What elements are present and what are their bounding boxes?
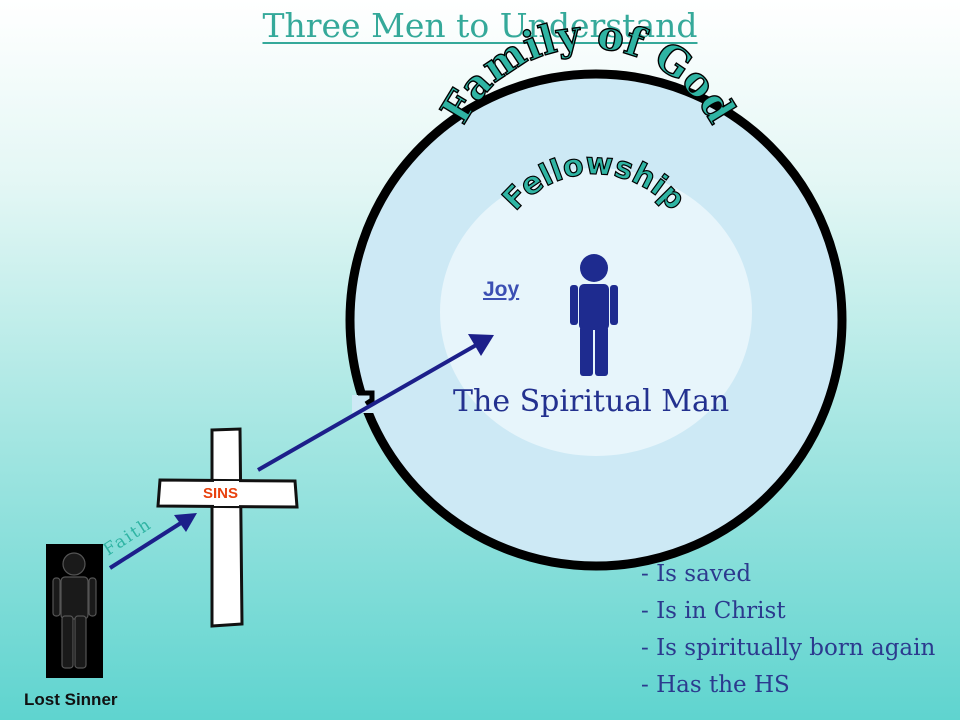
joy-label: Joy [483,278,520,301]
faith-label: Faith [100,514,156,560]
spiritual-man-label: The Spiritual Man [453,384,730,419]
lost-sinner-label: Lost Sinner [24,690,118,709]
trait-item: Is spiritually born again [641,630,935,667]
trait-item: Is saved [641,556,935,593]
spiritual-arrow [257,334,494,472]
gap-edge-mark [358,390,375,407]
spiritual-man-figure [570,254,618,376]
faith-arrow [108,513,197,570]
trait-item: Is in Christ [641,593,935,630]
traits-list: Is saved Is in Christ Is spiritually bor… [641,556,935,704]
page-title: Three Men to Understand [262,6,698,45]
sins-label: SINS [203,485,239,502]
lost-sinner-figure [46,544,103,678]
cross [156,427,299,628]
trait-item: Has the HS [641,667,935,704]
